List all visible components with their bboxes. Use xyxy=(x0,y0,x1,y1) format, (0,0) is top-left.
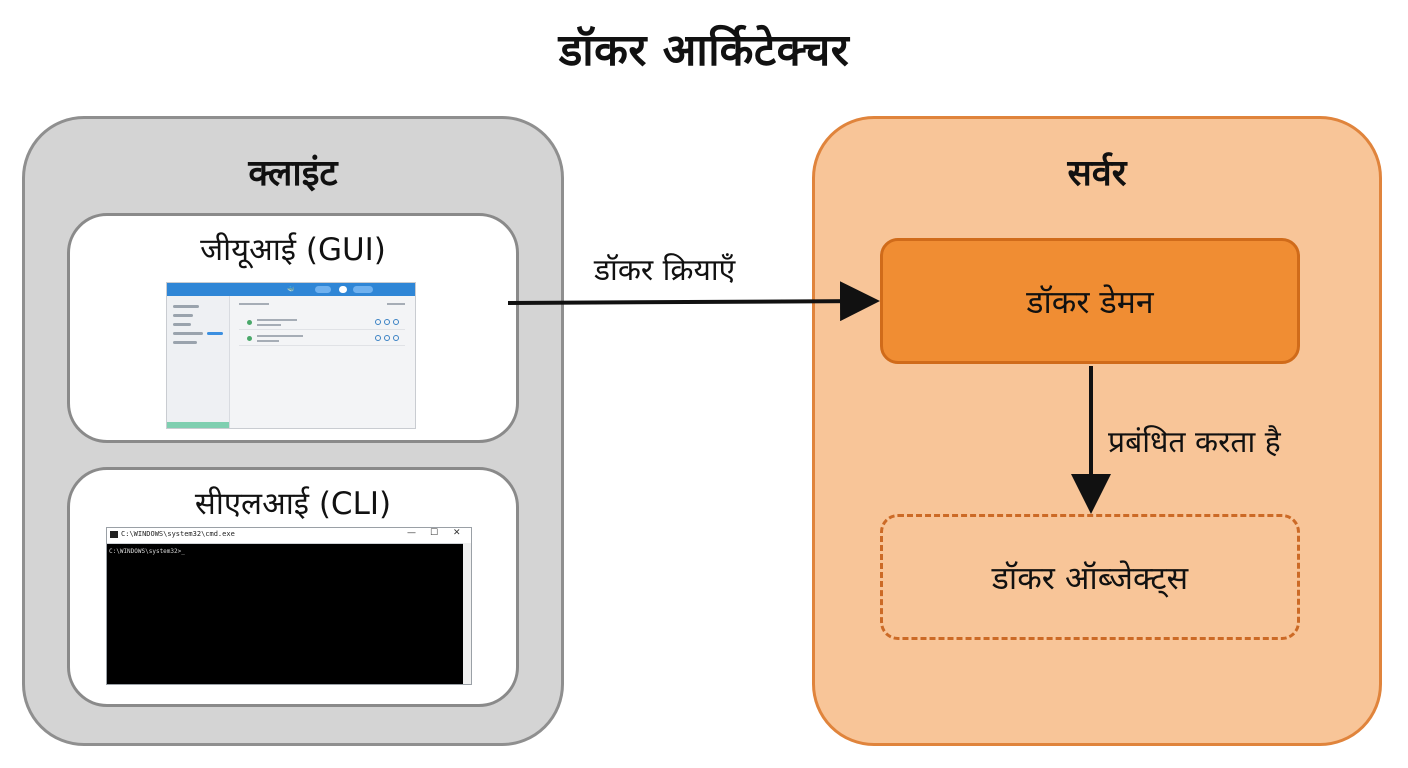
docker-objects-label: डॉकर ऑब्जेक्ट्स xyxy=(991,558,1189,597)
docker-objects-box: डॉकर ऑब्जेक्ट्स xyxy=(880,514,1300,640)
gui-account-pill xyxy=(353,286,373,293)
maximize-icon: ☐ xyxy=(430,528,439,538)
gui-row-button xyxy=(384,335,390,341)
minimize-icon: — xyxy=(407,528,416,538)
gui-sidebar xyxy=(167,296,230,428)
gui-sidebar-item xyxy=(173,314,193,317)
gui-row-button xyxy=(384,319,390,325)
gui-container-row xyxy=(239,331,405,346)
client-panel: क्लाइंट जीयूआई (GUI) 🐳 xyxy=(22,116,564,746)
gui-sidebar-badge xyxy=(207,332,223,335)
server-panel: सर्वर xyxy=(812,116,1382,746)
gui-status-dot xyxy=(247,320,252,325)
terminal-icon xyxy=(110,531,118,538)
gui-card: जीयूआई (GUI) 🐳 xyxy=(67,213,519,443)
gui-row-button xyxy=(393,319,399,325)
gui-sidebar-item xyxy=(173,323,191,326)
gui-row-title xyxy=(257,319,297,321)
gui-status-dot xyxy=(247,336,252,341)
diagram-title: डॉकर आर्किटेक्चर xyxy=(558,25,850,76)
gui-search-pill xyxy=(315,286,331,293)
gui-sort-control xyxy=(387,303,405,305)
gui-row-title xyxy=(257,335,303,337)
server-heading: सर्वर xyxy=(1067,153,1127,194)
cli-card: सीएलआई (CLI) C:\WINDOWS\system32\cmd.exe… xyxy=(67,467,519,707)
docker-daemon-label: डॉकर डेमन xyxy=(1026,282,1154,321)
gui-row-subtitle xyxy=(257,324,281,326)
gui-search-field xyxy=(239,303,269,305)
gui-container-row xyxy=(239,315,405,330)
gui-row-button xyxy=(393,335,399,341)
gui-help-icon xyxy=(339,286,347,293)
gui-screenshot-image: 🐳 xyxy=(166,282,416,429)
whale-logo-icon: 🐳 xyxy=(287,286,295,293)
gui-row-button xyxy=(375,335,381,341)
manages-label: प्रबंधित करता है xyxy=(1108,425,1281,460)
gui-sidebar-footer xyxy=(167,422,229,428)
cli-window-image: C:\WINDOWS\system32\cmd.exe — ☐ ✕ C:\WIN… xyxy=(106,527,472,685)
cli-prompt: C:\WINDOWS\system32>_ xyxy=(109,548,185,555)
cli-window-title: C:\WINDOWS\system32\cmd.exe xyxy=(121,530,235,538)
gui-row-button xyxy=(375,319,381,325)
gui-sidebar-item xyxy=(173,332,203,335)
docker-daemon-box: डॉकर डेमन xyxy=(880,238,1300,364)
gui-label: जीयूआई (GUI) xyxy=(200,232,386,268)
client-heading: क्लाइंट xyxy=(248,153,338,194)
gui-row-subtitle xyxy=(257,340,279,342)
gui-sidebar-item xyxy=(173,341,197,344)
gui-sidebar-item xyxy=(173,305,199,308)
close-icon: ✕ xyxy=(453,528,461,538)
cli-scrollbar xyxy=(463,543,471,684)
docker-actions-label: डॉकर क्रियाएँ xyxy=(594,253,736,288)
cli-title-bar: C:\WINDOWS\system32\cmd.exe — ☐ ✕ xyxy=(107,528,471,544)
cli-label: सीएलआई (CLI) xyxy=(194,486,392,522)
